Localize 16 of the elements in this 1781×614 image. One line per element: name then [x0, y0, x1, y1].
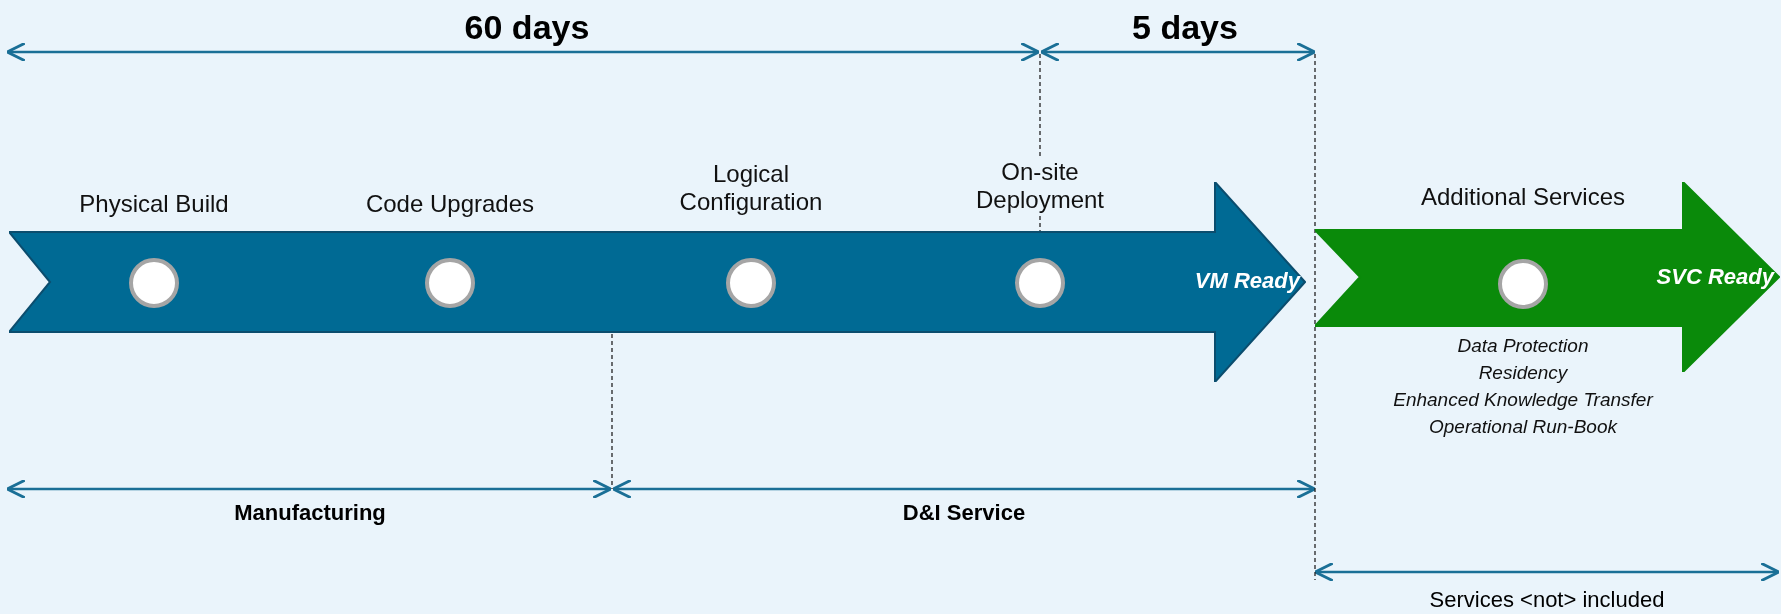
step-label: Additional Services: [1420, 183, 1626, 211]
step-label: Physical Build: [79, 190, 229, 218]
milestone-label: SVC Ready: [1655, 264, 1774, 290]
duration-label: 5 days: [1131, 8, 1239, 47]
phase-label: Services <not> included: [1428, 587, 1666, 613]
duration-label: 60 days: [463, 8, 591, 47]
service-item: Operational Run-Book: [1428, 415, 1619, 439]
service-item: Enhanced Knowledge Transfer: [1393, 388, 1653, 412]
phase-label: D&I Service: [901, 500, 1027, 526]
phase-label: Manufacturing: [233, 500, 387, 526]
service-item: Data Protection: [1456, 334, 1590, 358]
service-item: Residency: [1477, 361, 1569, 385]
step-label: Code Upgrades: [365, 190, 535, 218]
step-label: On-site Deployment: [974, 158, 1106, 214]
milestone-label: VM Ready: [1193, 268, 1300, 294]
step-label: Logical Configuration: [678, 160, 824, 216]
